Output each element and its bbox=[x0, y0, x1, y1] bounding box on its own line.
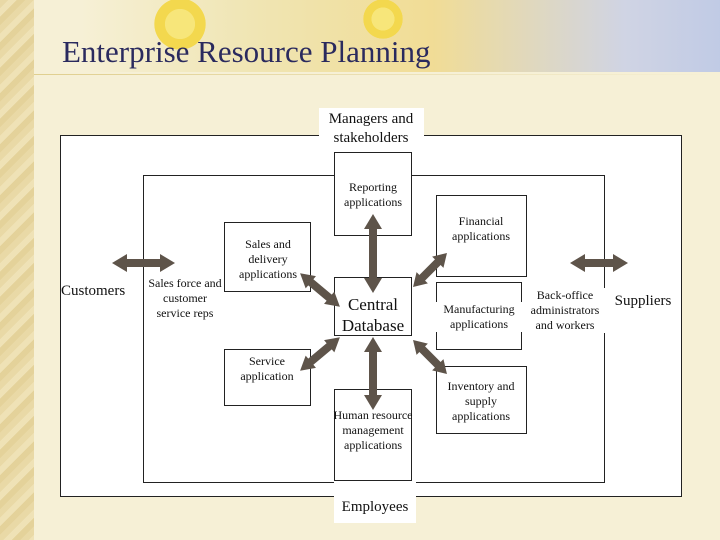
decorative-left-strip bbox=[0, 0, 34, 540]
sales-delivery-box bbox=[224, 222, 311, 292]
employees-label: Employees bbox=[341, 499, 409, 515]
decorative-flower-icon bbox=[360, 0, 406, 42]
financial-box bbox=[436, 195, 527, 277]
back-office-label: Back-office administrators and workers bbox=[524, 288, 606, 333]
inventory-label: Inventory and supply applications bbox=[447, 379, 515, 423]
hr-label: Human resource management applications bbox=[333, 408, 413, 452]
central-database-label: Central Database bbox=[341, 295, 405, 336]
managers-panel bbox=[319, 108, 424, 152]
employees-panel bbox=[334, 481, 416, 523]
sales-force-label: Sales force and customer service reps bbox=[148, 276, 222, 320]
sales-delivery-label: Sales and delivery applications bbox=[239, 237, 297, 281]
decorative-flower-icon bbox=[150, 0, 210, 54]
managers-label: Managers and stakeholders bbox=[328, 111, 414, 146]
page-title: Enterprise Resource Planning bbox=[62, 34, 431, 69]
customers-label: Customers bbox=[61, 282, 141, 301]
financial-label: Financial applications bbox=[452, 214, 510, 243]
suppliers-label: Suppliers bbox=[607, 292, 679, 311]
title-divider bbox=[34, 74, 720, 75]
service-box bbox=[224, 349, 311, 406]
service-label: Service application bbox=[240, 354, 294, 383]
inventory-box bbox=[436, 366, 527, 434]
manufacturing-label: Manufacturing applications bbox=[436, 302, 522, 332]
reporting-label: Reporting applications bbox=[344, 180, 402, 209]
